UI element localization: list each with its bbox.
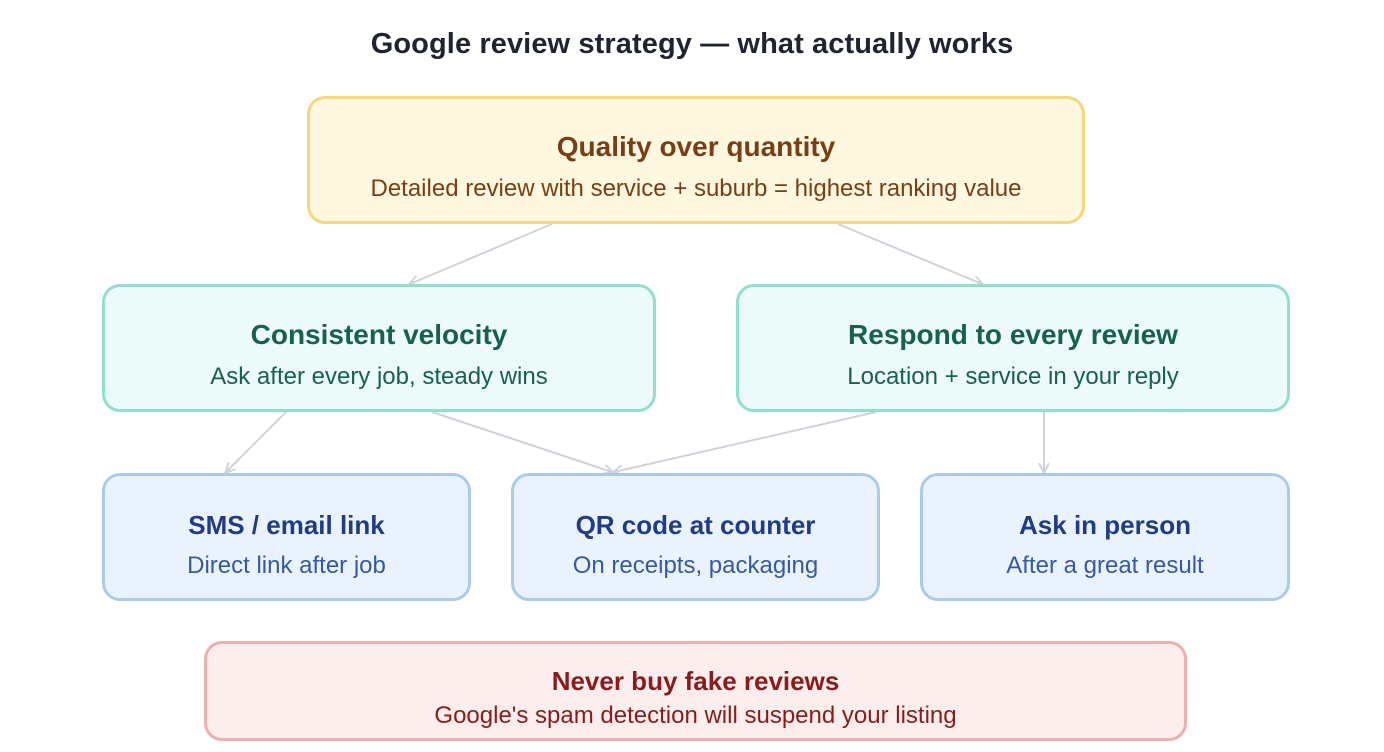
connector-velocity-to-sms <box>226 411 287 472</box>
node-ask-in-person: Ask in person After a great result <box>920 473 1290 601</box>
node-heading: Never buy fake reviews <box>551 666 840 696</box>
node-heading: Consistent velocity <box>250 319 508 350</box>
node-qr-code-at-counter: QR code at counter On receipts, packagin… <box>511 473 880 601</box>
connector-quality-to-respond <box>837 223 982 284</box>
node-heading: Quality over quantity <box>556 131 836 162</box>
node-heading: Respond to every review <box>848 319 1178 350</box>
node-heading: Ask in person <box>1019 510 1191 540</box>
node-consistent-velocity: Consistent velocity Ask after every job,… <box>102 284 656 412</box>
node-never-buy-fake-reviews: Never buy fake reviews Google's spam det… <box>204 641 1187 741</box>
node-heading: SMS / email link <box>188 510 385 540</box>
node-subtext: Direct link after job <box>187 552 386 579</box>
connector-velocity-to-qr <box>431 411 612 472</box>
node-subtext: Location + service in your reply <box>847 363 1179 390</box>
node-subtext: On receipts, packaging <box>572 552 819 579</box>
connector-respond-to-qr <box>614 411 877 472</box>
node-subtext: After a great result <box>1006 552 1204 579</box>
node-subtext: Google's spam detection will suspend you… <box>434 702 957 729</box>
connector-quality-to-velocity <box>410 223 553 284</box>
node-subtext: Detailed review with service + suburb = … <box>370 175 1022 202</box>
node-respond-to-every-review: Respond to every review Location + servi… <box>736 284 1290 412</box>
node-heading: QR code at counter <box>575 510 816 540</box>
node-sms-email-link: SMS / email link Direct link after job <box>102 473 471 601</box>
diagram-title: Google review strategy — what actually w… <box>370 28 1014 60</box>
node-subtext: Ask after every job, steady wins <box>210 363 548 390</box>
node-quality-over-quantity: Quality over quantity Detailed review wi… <box>307 96 1085 224</box>
